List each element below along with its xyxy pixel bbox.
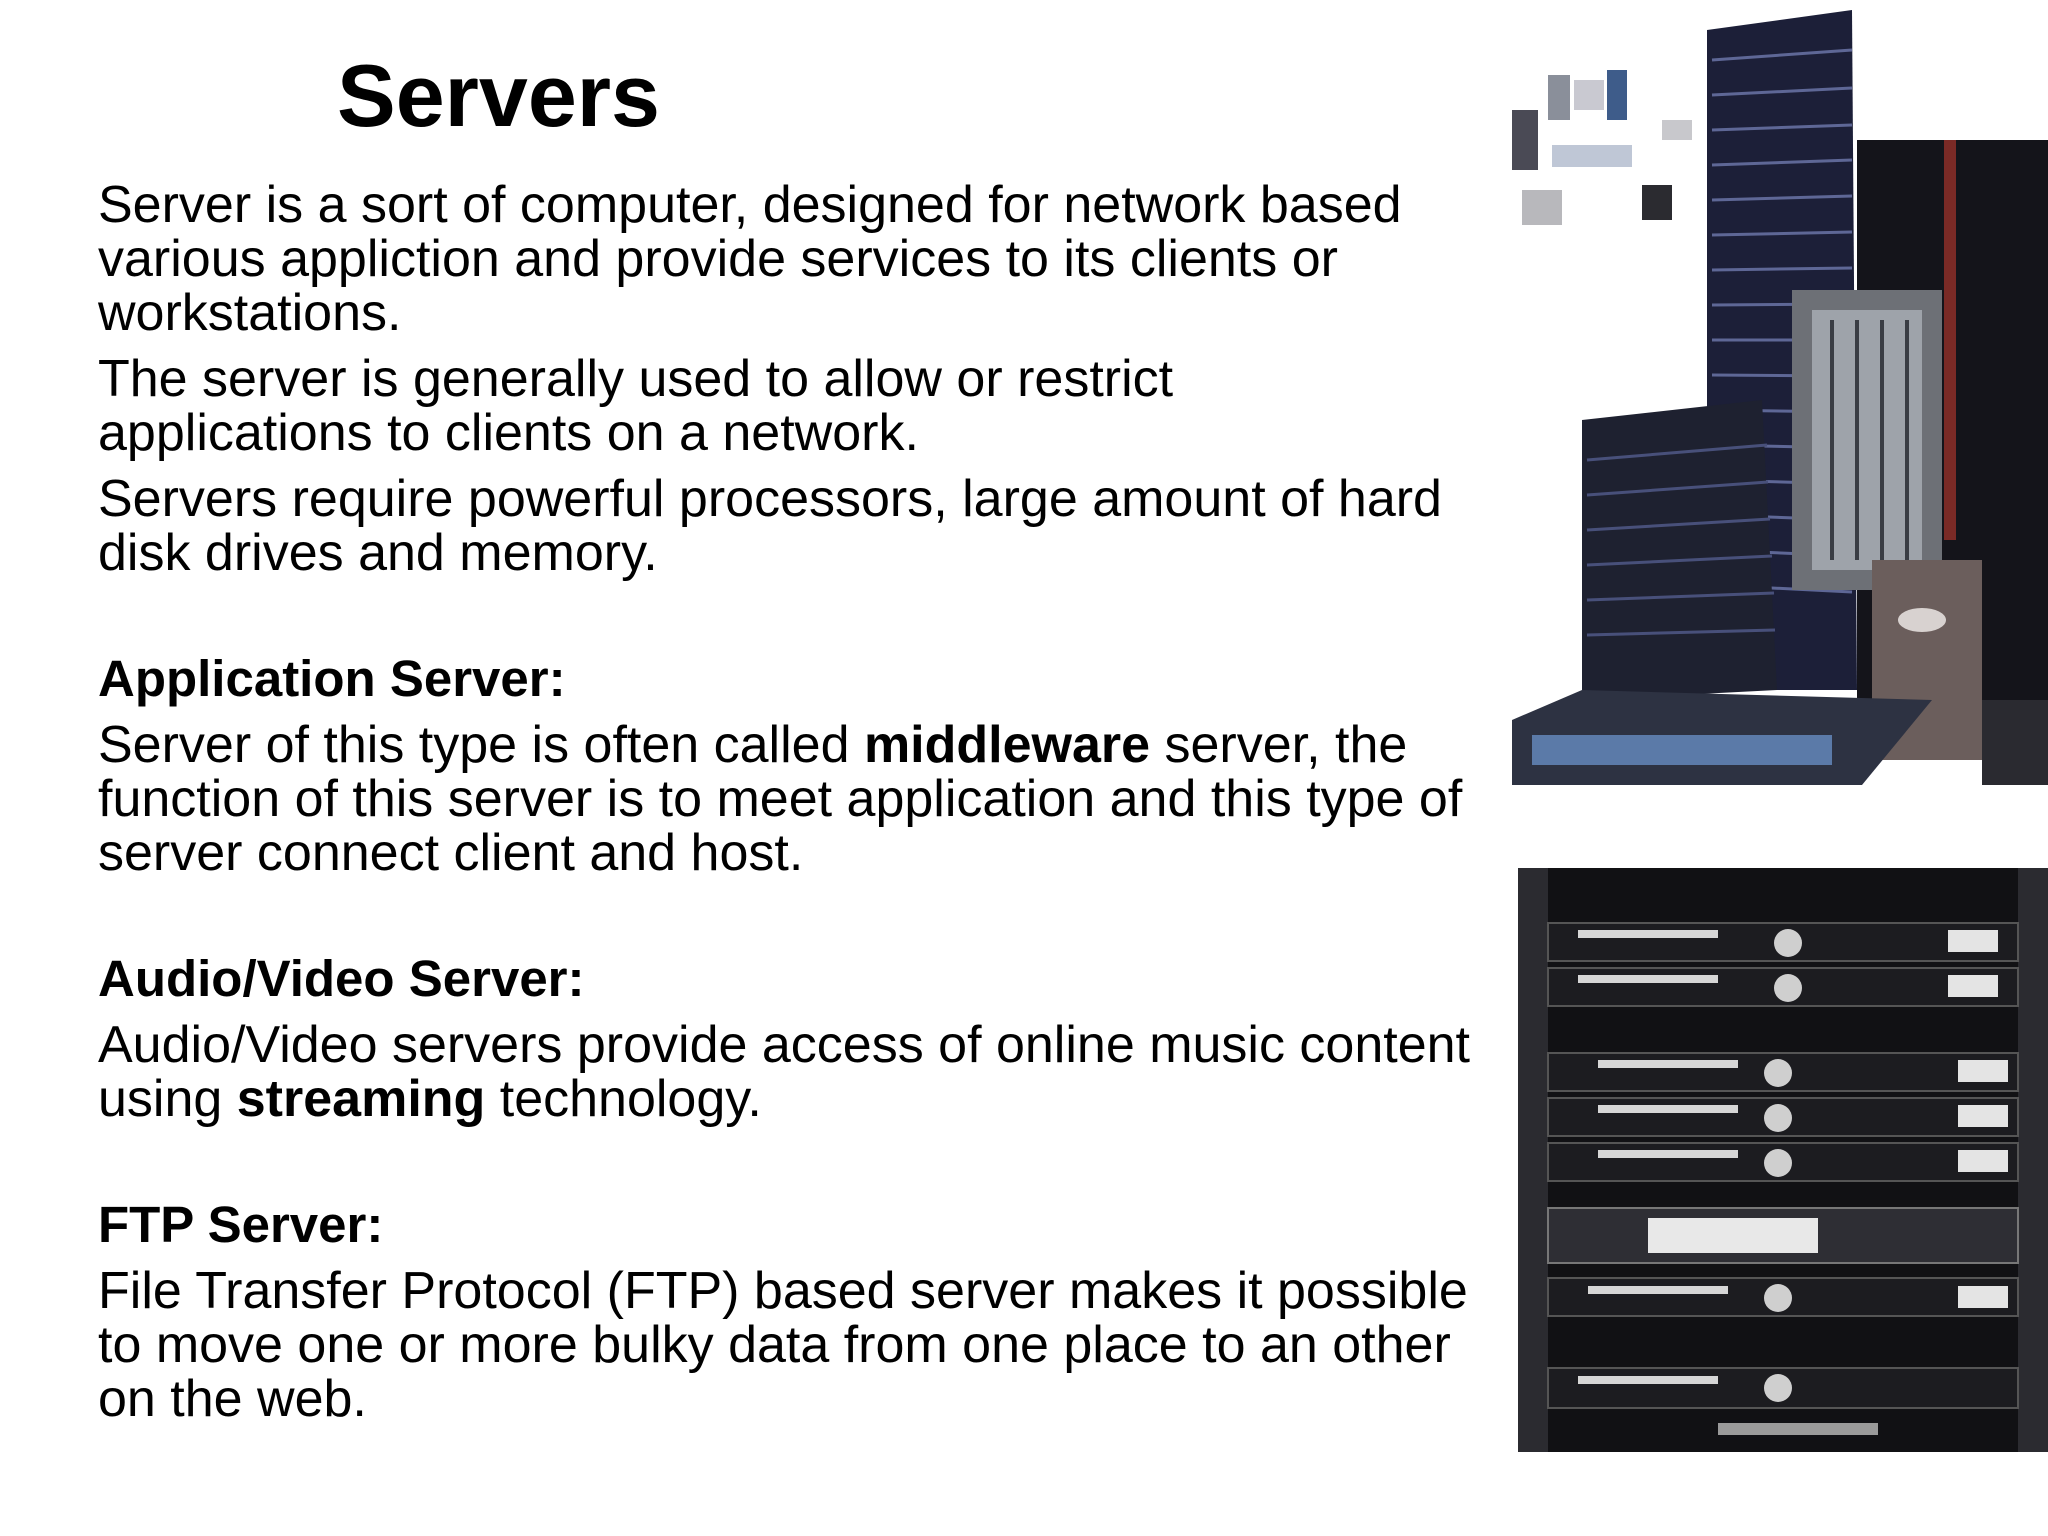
slide-body: Server is a sort of computer, designed f… bbox=[98, 178, 1498, 1426]
section-heading-ftp-server: FTP Server: bbox=[98, 1196, 384, 1253]
section-text-audio-video-server: Audio/Video servers provide access of on… bbox=[98, 1018, 1478, 1126]
application-server-text-start: Server of this type is often called bbox=[98, 716, 864, 774]
middleware-term: middleware bbox=[863, 716, 1151, 774]
intro-paragraph-1: Server is a sort of computer, designed f… bbox=[98, 176, 1402, 342]
slide-title: Servers bbox=[337, 46, 660, 145]
section-heading-application-server: Application Server: bbox=[98, 650, 566, 707]
section-text-ftp-server: File Transfer Protocol (FTP) based serve… bbox=[98, 1262, 1468, 1428]
audio-video-text-end: technology. bbox=[485, 1070, 762, 1128]
server-tower-photo bbox=[1512, 0, 2048, 790]
section-text-application-server: Server of this type is often called midd… bbox=[98, 718, 1498, 880]
audio-video-text-start: Audio/Video servers provide access of on… bbox=[98, 1016, 1471, 1128]
server-rack-photo bbox=[1518, 868, 2048, 1452]
section-heading-audio-video-server: Audio/Video Server: bbox=[98, 950, 585, 1007]
devices-cluster-icon bbox=[1512, 70, 1692, 225]
intro-paragraph-3: Servers require powerful processors, lar… bbox=[98, 470, 1442, 582]
intro-paragraph-2: The server is generally used to allow or… bbox=[98, 350, 1174, 462]
streaming-term: streaming bbox=[236, 1070, 486, 1128]
application-server-text-end: server, the function of this server is t… bbox=[98, 716, 1463, 882]
